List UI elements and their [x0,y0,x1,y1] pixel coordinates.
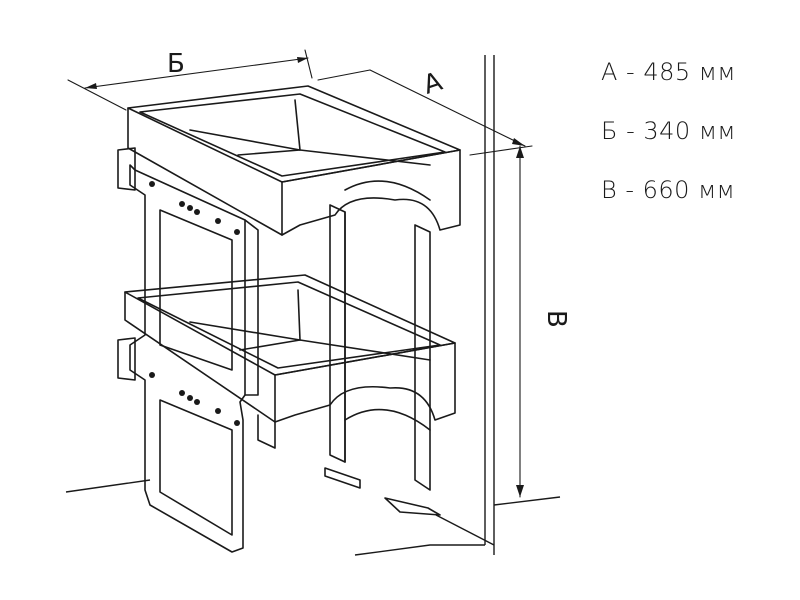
legend-item-b: Б - 340 мм [601,117,737,145]
dimension-b: Б [67,49,313,111]
dimension-a-letter: А [420,67,446,101]
legend-item-v: В - 660 мм [601,176,736,204]
dimension-v-letter: В [541,310,571,328]
dimension-a: А [317,67,533,156]
frame-holes [149,181,240,426]
legend-item-a: А - 485 мм [601,58,736,86]
dimension-b-letter: Б [167,49,185,79]
lower-basket [124,274,456,449]
front-frame [117,147,259,553]
upper-basket [127,85,461,236]
dimension-legend: А - 485 мм Б - 340 мм В - 660 мм [601,54,736,231]
cabinet-outline [65,55,561,556]
dimension-v: В [516,145,571,498]
